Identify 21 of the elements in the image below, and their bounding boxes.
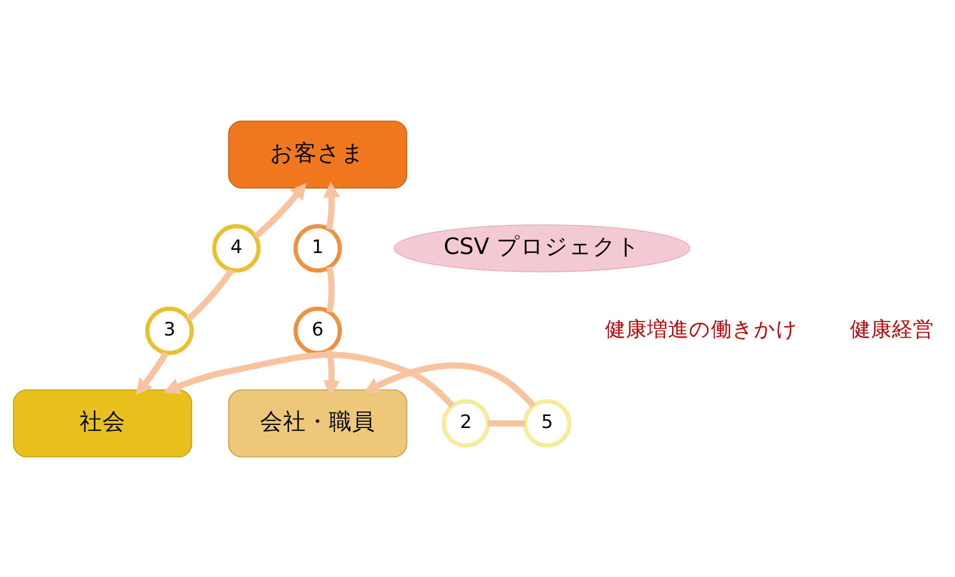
- node-ellipse: CSV プロジェクト: [393, 224, 690, 272]
- label: 健康増進の働きかけ: [604, 316, 798, 340]
- arrow: [322, 181, 340, 230]
- node-circle: 4: [212, 224, 260, 272]
- node-box: 社会: [12, 388, 192, 457]
- node-circle: 3: [144, 306, 194, 354]
- node-box: 会社・職員: [228, 388, 407, 457]
- arrow: [363, 362, 536, 408]
- node-circle: 5: [522, 398, 571, 448]
- connector: [326, 266, 334, 312]
- arrow: [322, 349, 340, 396]
- label: 健康経営: [849, 316, 934, 340]
- connector: [488, 420, 525, 426]
- node-circle: 2: [441, 398, 490, 448]
- arrow: [252, 182, 306, 238]
- node-box: お客さま: [228, 120, 407, 188]
- arrow: [135, 350, 168, 394]
- arrow: [163, 351, 454, 408]
- node-circle: 1: [293, 224, 342, 272]
- node-circle: 6: [293, 306, 342, 354]
- connector: [186, 268, 234, 321]
